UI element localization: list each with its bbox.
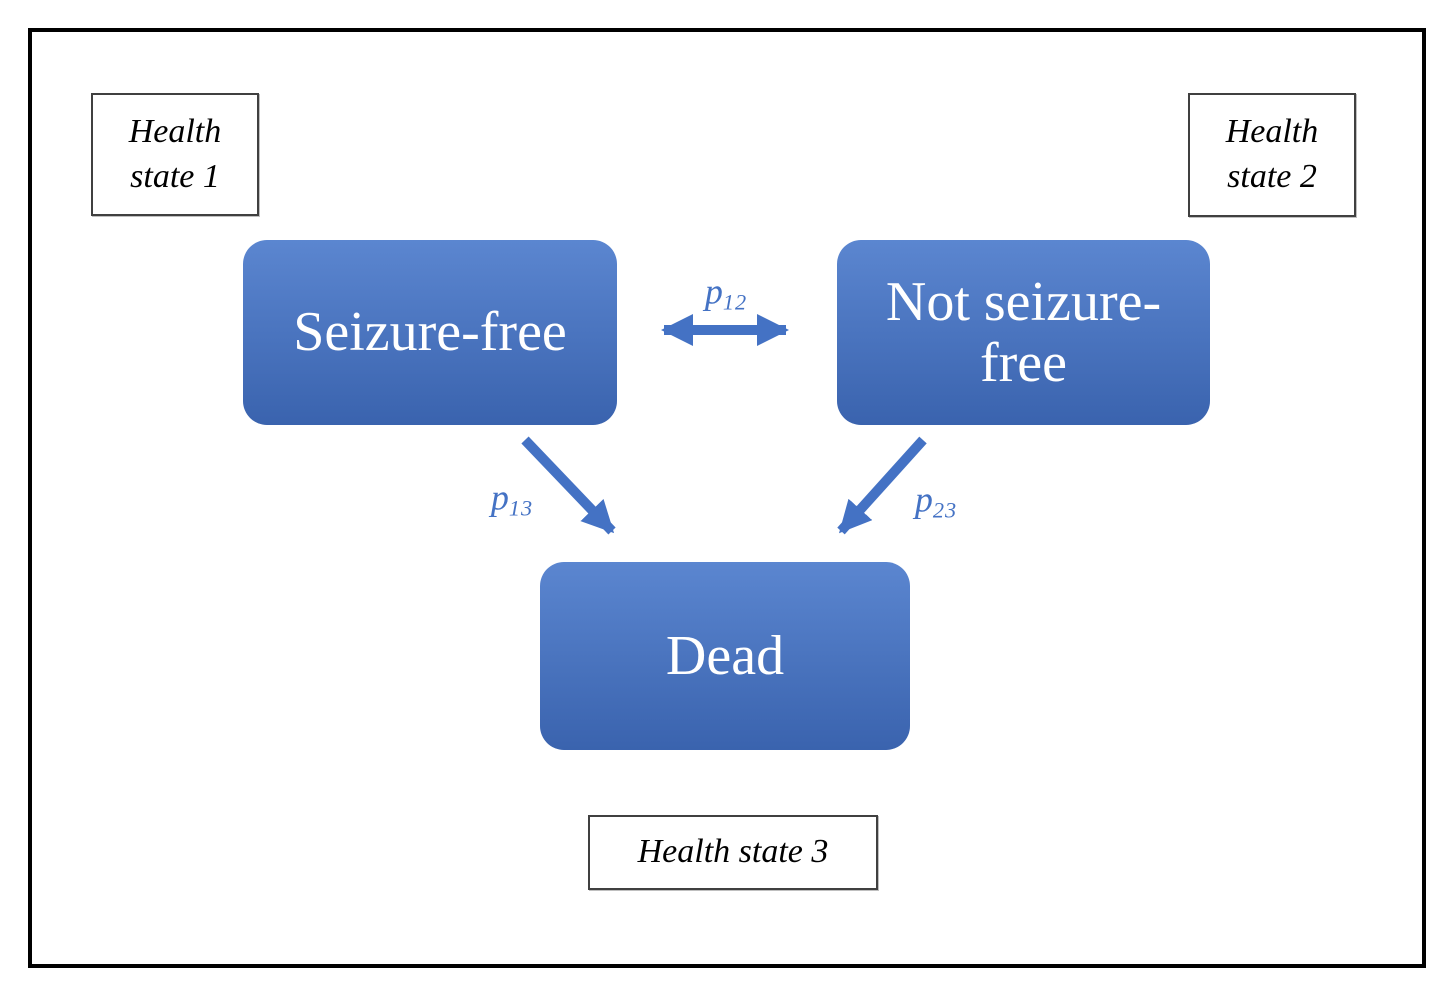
annotation-health-state-2: Health state 2	[1188, 93, 1356, 217]
p-base: p	[914, 479, 933, 520]
state-label: Seizure-free	[293, 301, 567, 364]
state-label: Dead	[665, 624, 785, 687]
p-subscript: 23	[932, 497, 958, 523]
p-base: p	[490, 477, 509, 518]
annotation-line: Health state 3	[637, 833, 829, 871]
state-seizure-free: Seizure-free	[243, 240, 617, 425]
p-subscript: 12	[722, 289, 748, 315]
annotation-health-state-3: Health state 3	[588, 815, 878, 890]
p-base: p	[704, 271, 723, 312]
state-not-seizure-free: Not seizure- free	[837, 240, 1210, 425]
annotation-line: state 1	[130, 157, 220, 195]
p-subscript: 13	[508, 495, 534, 521]
label-p13: p13	[491, 476, 533, 521]
state-label-line: free	[979, 331, 1067, 394]
annotation-line: Health	[128, 112, 222, 150]
annotation-line: Health	[1225, 113, 1319, 151]
annotation-line: state 2	[1227, 158, 1317, 195]
label-p12: p12	[705, 270, 747, 315]
label-p23: p23	[915, 478, 957, 523]
annotation-health-state-1: Health state 1	[91, 93, 259, 216]
state-label-line: Not seizure-	[885, 271, 1162, 334]
state-dead: Dead	[540, 562, 910, 750]
outer-frame	[28, 28, 1426, 968]
